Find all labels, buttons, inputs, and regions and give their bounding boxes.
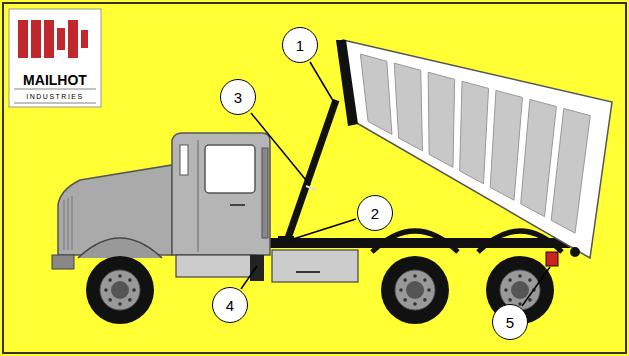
logo-subtitle: INDUSTRIES <box>26 93 83 100</box>
body-panel <box>394 63 422 151</box>
rear-fender <box>372 231 458 252</box>
wheel <box>381 256 449 324</box>
rear-light <box>546 252 558 266</box>
callout-circle: 3 <box>220 79 256 115</box>
callout-number: 4 <box>226 297 234 314</box>
frame-border <box>3 3 626 353</box>
front-fender <box>78 238 162 258</box>
body-panel <box>551 109 590 234</box>
cab <box>172 133 270 255</box>
callout-number: 2 <box>371 205 379 222</box>
body-panel <box>428 72 454 167</box>
hoist-cylinder <box>286 100 336 244</box>
body-panel <box>521 99 557 216</box>
chassis-frame <box>250 238 570 248</box>
exhaust-stack <box>262 148 268 238</box>
tool-box <box>272 250 358 282</box>
rear-fender <box>478 231 562 252</box>
callout-circle: 4 <box>212 287 248 323</box>
cab-window <box>205 145 255 193</box>
body-panel <box>490 90 522 200</box>
logo-name: MAILHOT <box>23 72 87 88</box>
step-bracket <box>250 255 264 281</box>
callout-number: 5 <box>506 314 514 331</box>
bumper <box>52 255 74 269</box>
body-headboard <box>336 40 358 126</box>
body-panel <box>460 81 489 183</box>
callout-circle: 2 <box>357 195 393 231</box>
callout-circle: 5 <box>492 304 528 340</box>
logo-mark <box>18 20 88 58</box>
callout-number: 1 <box>296 37 304 54</box>
callout-number: 3 <box>234 89 242 106</box>
body-panel <box>360 54 392 134</box>
leader-lines <box>241 62 550 306</box>
hoist-pivot <box>278 236 294 248</box>
dump-body <box>343 40 612 258</box>
logo-box <box>9 9 101 107</box>
cab-step <box>176 255 256 277</box>
callout-circle: 1 <box>282 27 318 63</box>
wheel <box>86 256 154 324</box>
